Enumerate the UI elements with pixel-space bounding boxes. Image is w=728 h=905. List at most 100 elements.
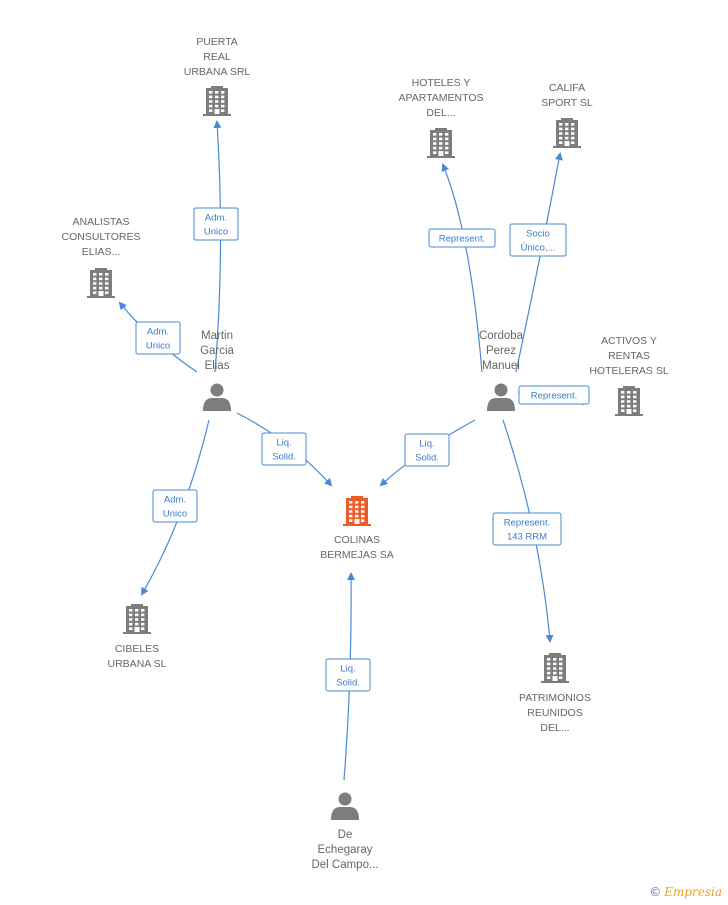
node-colinas[interactable]: COLINAS BERMEJAS SA	[320, 496, 394, 561]
relation-label-text: Represent.	[504, 518, 550, 529]
node-label: ELIAS...	[82, 246, 121, 258]
relation-label[interactable]: Represent.	[428, 228, 496, 248]
building-icon	[87, 268, 115, 298]
building-icon	[541, 653, 569, 683]
building-icon	[203, 86, 231, 116]
copyright-icon: ©	[649, 885, 662, 899]
relation-label-box	[428, 228, 496, 248]
node-label: Echegaray	[318, 844, 373, 856]
node-hoteles[interactable]: HOTELES Y APARTAMENTOS DEL...	[399, 77, 484, 158]
brand-name: Empresia	[664, 885, 722, 899]
node-label: BERMEJAS SA	[320, 549, 394, 561]
node-califa[interactable]: CALIFA SPORT SL	[541, 82, 593, 148]
edge-cordoba-to-colinas: Liq. Solid.	[379, 419, 476, 487]
relation-label-text: Liq.	[340, 664, 355, 675]
edge-echegaray-to-colinas: Liq. Solid.	[325, 572, 371, 781]
relation-label[interactable]: Represent. 143 RRM	[492, 512, 562, 546]
relation-label-text: Adm.	[205, 213, 227, 224]
node-label: COLINAS	[334, 534, 380, 546]
building-icon	[427, 128, 455, 158]
node-label: REAL	[203, 51, 231, 63]
node-label: De	[338, 829, 353, 841]
node-label: ACTIVOS Y	[601, 335, 657, 347]
relation-label-text: Solid.	[336, 678, 360, 689]
node-label: Cordoba	[479, 330, 524, 342]
node-label: HOTELERAS SL	[589, 365, 669, 377]
relation-label[interactable]: Adm. Unico	[135, 321, 181, 355]
relation-label-text: Liq.	[276, 438, 291, 449]
edge-line	[213, 120, 222, 373]
relation-label-text: Represent.	[531, 391, 577, 402]
node-label: URBANA SL	[108, 658, 167, 670]
node-label: PATRIMONIOS	[519, 692, 591, 704]
relation-label-box	[325, 658, 371, 692]
relation-label[interactable]: Adm. Unico	[152, 489, 198, 523]
person-icon	[203, 383, 231, 411]
relation-label[interactable]: Liq. Solid.	[404, 433, 450, 467]
edge-cordoba-to-activos: Represent.	[517, 385, 590, 406]
node-puerta[interactable]: PUERTA REAL URBANA SRL	[184, 36, 251, 116]
node-label: CIBELES	[115, 643, 159, 655]
building-icon	[615, 386, 643, 416]
node-label: SPORT SL	[541, 97, 593, 109]
relation-label[interactable]: Liq. Solid.	[325, 658, 371, 692]
relation-label-box	[261, 432, 307, 466]
relation-label-text: Unico	[204, 227, 228, 238]
relation-label-text: Solid.	[415, 453, 439, 464]
node-label: ANALISTAS	[73, 216, 130, 228]
node-label: APARTAMENTOS	[399, 92, 484, 104]
edge-cordoba-to-patrimonios: Represent. 143 RRM	[492, 419, 562, 643]
relation-label-text: Adm.	[147, 327, 169, 338]
relation-label[interactable]: Liq. Solid.	[261, 432, 307, 466]
edge-martin-to-puerta: Adm. Unico	[193, 120, 239, 373]
relation-label-box	[152, 489, 198, 523]
node-label: REUNIDOS	[527, 707, 582, 719]
node-label: Manuel	[482, 360, 520, 372]
building-icon	[123, 604, 151, 634]
building-icon-highlighted	[343, 496, 371, 526]
node-label: URBANA SRL	[184, 66, 251, 78]
relation-label[interactable]: SocioÚnico,...	[509, 223, 567, 257]
edge-martin-to-cibeles: Adm. Unico	[140, 419, 210, 596]
relation-label-text: 143 RRM	[507, 532, 547, 543]
relation-label-text: Unico	[163, 509, 187, 520]
relation-label-box	[509, 223, 567, 257]
node-analistas[interactable]: ANALISTAS CONSULTORES ELIAS...	[62, 216, 141, 298]
relation-label-text: Adm.	[164, 495, 186, 506]
node-label: Perez	[486, 345, 516, 357]
building-icon	[553, 118, 581, 148]
relation-label-text: Liq.	[419, 439, 434, 450]
node-label: HOTELES Y	[412, 77, 471, 89]
node-cibeles[interactable]: CIBELES URBANA SL	[108, 604, 167, 670]
edge-cordoba-to-califa: SocioÚnico,...	[509, 152, 567, 373]
relation-label-box	[193, 207, 239, 241]
relation-label-text: Solid.	[272, 452, 296, 463]
edge-line	[515, 152, 563, 373]
edge-martin-to-analistas: Adm. Unico	[118, 301, 198, 373]
relation-label-box	[135, 321, 181, 355]
person-icon	[331, 792, 359, 820]
empresia-logo[interactable]: ©Empresia	[649, 885, 722, 899]
node-label: DEL...	[426, 107, 455, 119]
node-label: CONSULTORES	[62, 231, 141, 243]
relation-label[interactable]: Represent.	[518, 385, 590, 405]
node-label: PUERTA	[196, 36, 238, 48]
relation-label[interactable]: Adm. Unico	[193, 207, 239, 241]
edge-line	[441, 163, 483, 373]
node-label: CALIFA	[549, 82, 585, 94]
edge-cordoba-to-hoteles: Represent.	[428, 163, 496, 373]
person-icon	[487, 383, 515, 411]
node-label: Martin	[201, 330, 233, 342]
relation-label-box	[518, 385, 590, 405]
node-label: Elias	[205, 360, 230, 372]
relation-label-text: Único,...	[521, 243, 556, 254]
relation-label-text: Unico	[146, 341, 170, 352]
node-patrimonios[interactable]: PATRIMONIOSREUNIDOSDEL...	[519, 653, 591, 734]
node-label: Del Campo...	[311, 859, 378, 871]
relation-label-box	[404, 433, 450, 467]
